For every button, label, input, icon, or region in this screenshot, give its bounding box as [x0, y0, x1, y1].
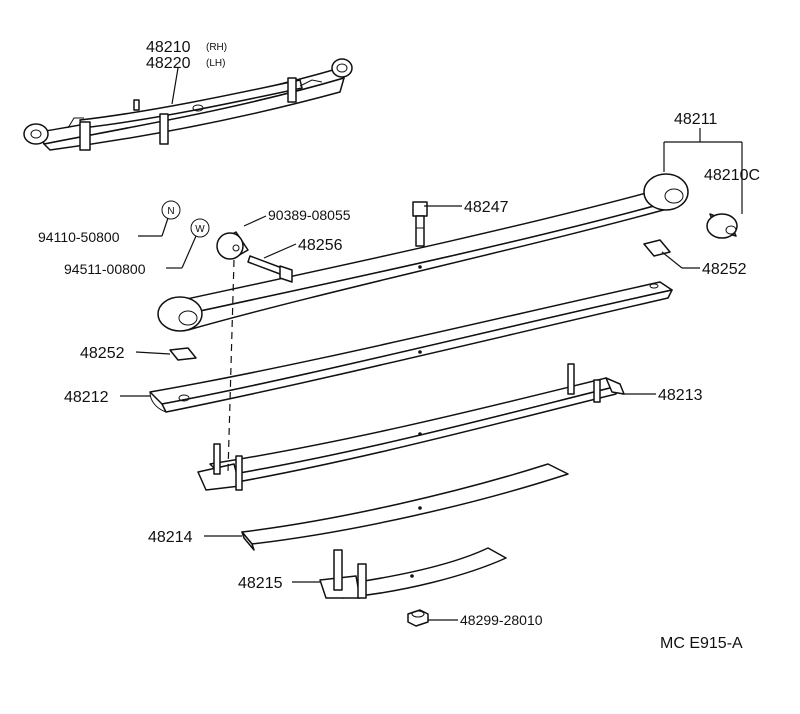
label-48299-28010: 48299-28010 [460, 612, 543, 628]
label-48210-side: (RH) [206, 42, 227, 53]
label-48214: 48214 [148, 529, 193, 546]
label-48215: 48215 [238, 575, 283, 592]
label-48212: 48212 [64, 389, 109, 406]
assembled-leaf-spring [23, 58, 353, 151]
label-48213: 48213 [658, 387, 703, 404]
label-48220: 48220 [146, 55, 191, 72]
label-48247: 48247 [464, 199, 509, 216]
svg-text:N: N [167, 206, 174, 217]
nut-48299 [407, 609, 429, 627]
svg-text:W: W [195, 224, 205, 235]
insert-48252-right [643, 239, 671, 257]
leaf-48213 [197, 363, 625, 491]
label-94110-50800: 94110-50800 [38, 229, 120, 245]
nut-symbol: N [161, 200, 181, 220]
diagram-code: MC E915-A [660, 635, 743, 652]
bushing-90389 [216, 231, 249, 260]
label-48220-side: (LH) [206, 58, 225, 69]
label-48210c: 48210C [704, 167, 760, 184]
leaf-48214 [241, 463, 569, 551]
label-48252-left: 48252 [80, 345, 125, 362]
label-90389-08055: 90389-08055 [268, 207, 351, 223]
label-94511-00800: 94511-00800 [64, 261, 146, 277]
washer-symbol: W [190, 218, 210, 238]
bushing-48210c [706, 213, 738, 239]
leaf-48212 [149, 281, 673, 413]
main-leaf-48211 [157, 173, 689, 332]
label-48211: 48211 [674, 111, 717, 128]
label-48256: 48256 [298, 237, 343, 254]
insert-48252-left [169, 347, 197, 361]
label-48210: 48210 [146, 39, 191, 56]
bolt-48247 [412, 201, 428, 247]
leaf-48215 [319, 547, 507, 599]
label-48252-right: 48252 [702, 261, 747, 278]
bolt-48256 [247, 255, 293, 283]
